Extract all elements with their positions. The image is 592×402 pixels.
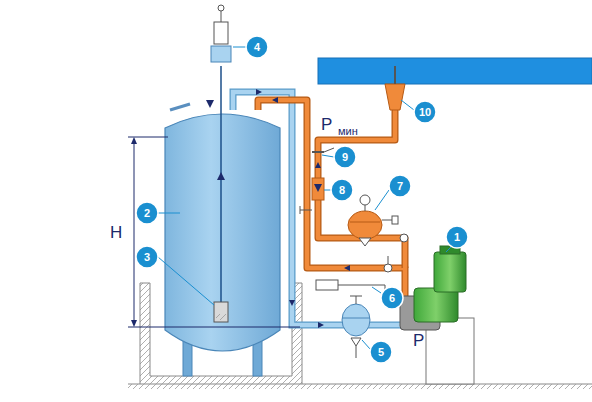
pressure-label: Р <box>413 332 424 349</box>
pressure-label: Р <box>321 116 332 133</box>
pressure-subscript: мин <box>338 126 358 137</box>
callout-number: 8 <box>339 185 345 196</box>
dimension-label: H <box>110 224 122 241</box>
callout-number: 2 <box>144 208 150 219</box>
callout-number: 6 <box>389 293 395 304</box>
callout-number: 3 <box>144 252 150 263</box>
callout-number: 7 <box>397 181 403 192</box>
callout-number: 1 <box>454 232 460 243</box>
callout-number: 5 <box>378 347 384 358</box>
callout-number: 10 <box>419 107 431 118</box>
callout-number: 9 <box>342 152 348 163</box>
callout-number: 4 <box>254 42 260 53</box>
